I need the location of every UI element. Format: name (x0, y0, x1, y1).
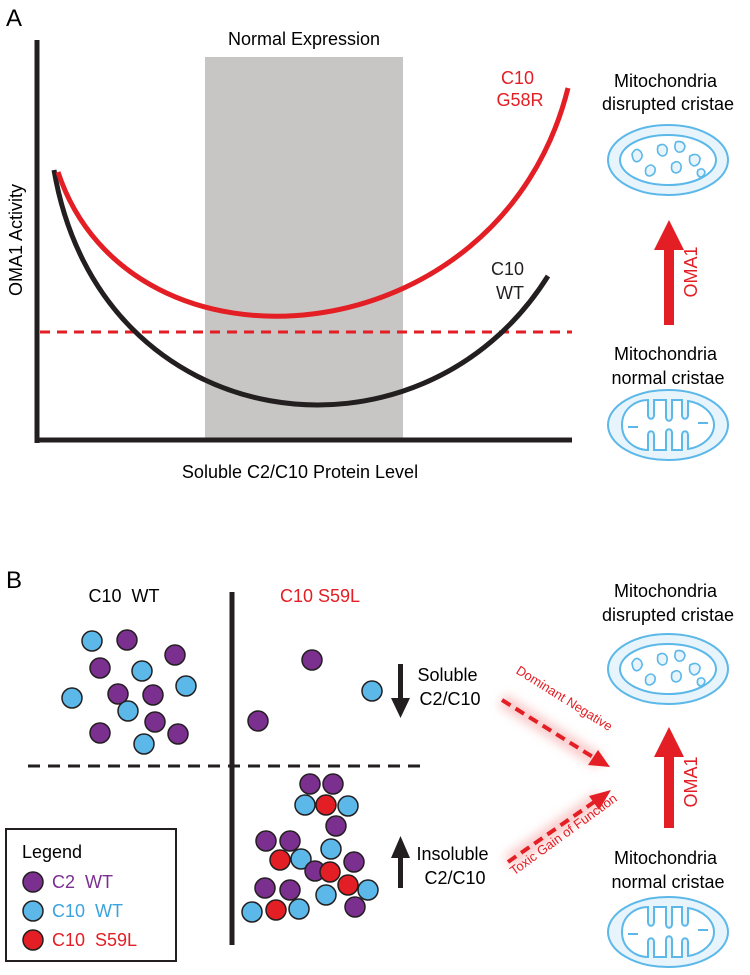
c10-wt-label: C10 WT (491, 259, 529, 303)
c2-wt-particle (322, 773, 344, 795)
c2-wt-particle (254, 877, 276, 899)
oma1-arrow-b (654, 727, 684, 828)
c2-wt-particle (301, 649, 323, 671)
c10-wt-particle (337, 795, 359, 817)
mito-normal-icon-a (607, 389, 729, 461)
c10-wt-particle (131, 660, 153, 682)
normal-expression-band (205, 57, 403, 440)
c10-wt-particle (320, 838, 342, 860)
legend-title: Legend (22, 842, 82, 862)
c10-wt-particle (361, 680, 383, 702)
c2-wt-particle (299, 773, 321, 795)
soluble-down-arrow (391, 664, 410, 718)
y-axis-label: OMA1 Activity (6, 184, 26, 296)
legend-label-c10-wt: C10 WT (52, 901, 123, 921)
soluble-label: Soluble C2/C10 (417, 665, 482, 709)
legend-label-c2-wt: C2 WT (52, 872, 113, 892)
c10-s59l-particle (315, 794, 337, 816)
toxic-gain-label: Toxic Gain of Function (507, 790, 620, 878)
c10-s59l-particle (319, 861, 341, 883)
c2-wt-particle (167, 723, 189, 745)
insoluble-up-arrow (391, 836, 410, 888)
c2-wt-particle (144, 711, 166, 733)
mito-normal-title-a: Mitochondria normal cristae (611, 344, 724, 388)
c2-wt-particle (279, 830, 301, 852)
c10-wt-particle (315, 884, 337, 906)
panel-a: A Normal Expression OMA1 Activity Solubl… (6, 5, 734, 482)
c10-wt-particle (288, 898, 310, 920)
legend-swatch-c10-s59l (22, 929, 44, 951)
toxic-gain-arrow (504, 790, 611, 868)
mutant-soluble-particles (247, 649, 383, 732)
c2-wt-particle (279, 879, 301, 901)
c2-wt-particle (89, 722, 111, 744)
panel-b-label: B (6, 567, 22, 594)
legend: Legend C2 WT C10 WT C10 S59L (5, 828, 177, 962)
s59l-header: C10 S59L (280, 586, 360, 606)
c2-wt-particle (116, 629, 138, 651)
mito-disrupted-icon-b (607, 633, 729, 705)
oma1-label-b: OMA1 (681, 756, 701, 807)
c10-s59l-particle (265, 899, 287, 921)
c10-wt-particle (294, 794, 316, 816)
c2-wt-particle (89, 657, 111, 679)
wt-soluble-particles (61, 629, 197, 755)
c10-wt-particle (175, 675, 197, 697)
c10-s59l-particle (269, 849, 291, 871)
c10-wt-particle (81, 630, 103, 652)
mito-disrupted-title-b: Mitochondria disrupted cristae (602, 581, 734, 625)
oma1-arrow-a (654, 220, 684, 325)
c10-wt-particle (133, 733, 155, 755)
c2-wt-particle (247, 710, 269, 732)
mito-normal-title-b: Mitochondria normal cristae (611, 848, 724, 892)
c10-wt-curve (51, 169, 551, 408)
c10-wt-particle (61, 687, 83, 709)
x-axis-label: Soluble C2/C10 Protein Level (182, 462, 418, 482)
legend-swatch-c10-wt (22, 900, 44, 922)
c10-wt-particle (117, 700, 139, 722)
c10-g58r-curve (55, 87, 571, 319)
oma1-label-a: OMA1 (681, 246, 701, 297)
c2-wt-particle (344, 896, 366, 918)
mito-disrupted-title-a: Mitochondria disrupted cristae (602, 71, 734, 114)
mito-disrupted-icon-a (607, 124, 729, 196)
c10-wt-particle (241, 901, 263, 923)
panel-b: B C10 WT C10 S59L (5, 567, 734, 968)
c2-wt-particle (107, 683, 129, 705)
wt-header: C10 WT (88, 586, 159, 606)
c10-g58r-label: C10 G58R (496, 68, 543, 110)
c2-wt-particle (343, 851, 365, 873)
c10-wt-particle (290, 848, 312, 870)
legend-swatch-c2-wt (22, 871, 44, 893)
mito-normal-icon-b (607, 896, 729, 968)
c10-s59l-particle (337, 874, 359, 896)
c2-wt-particle (255, 830, 277, 852)
panel-a-label: A (6, 5, 22, 32)
c2-wt-particle (164, 644, 186, 666)
legend-label-c10-s59l: C10 S59L (52, 930, 137, 950)
insoluble-label: Insoluble C2/C10 (416, 844, 493, 888)
c10-wt-particle (357, 879, 379, 901)
normal-expression-label: Normal Expression (228, 29, 380, 49)
c2-wt-particle (325, 815, 347, 837)
c2-wt-particle (142, 684, 164, 706)
insoluble-aggregates (241, 773, 379, 923)
dominant-negative-arrow (498, 694, 610, 768)
